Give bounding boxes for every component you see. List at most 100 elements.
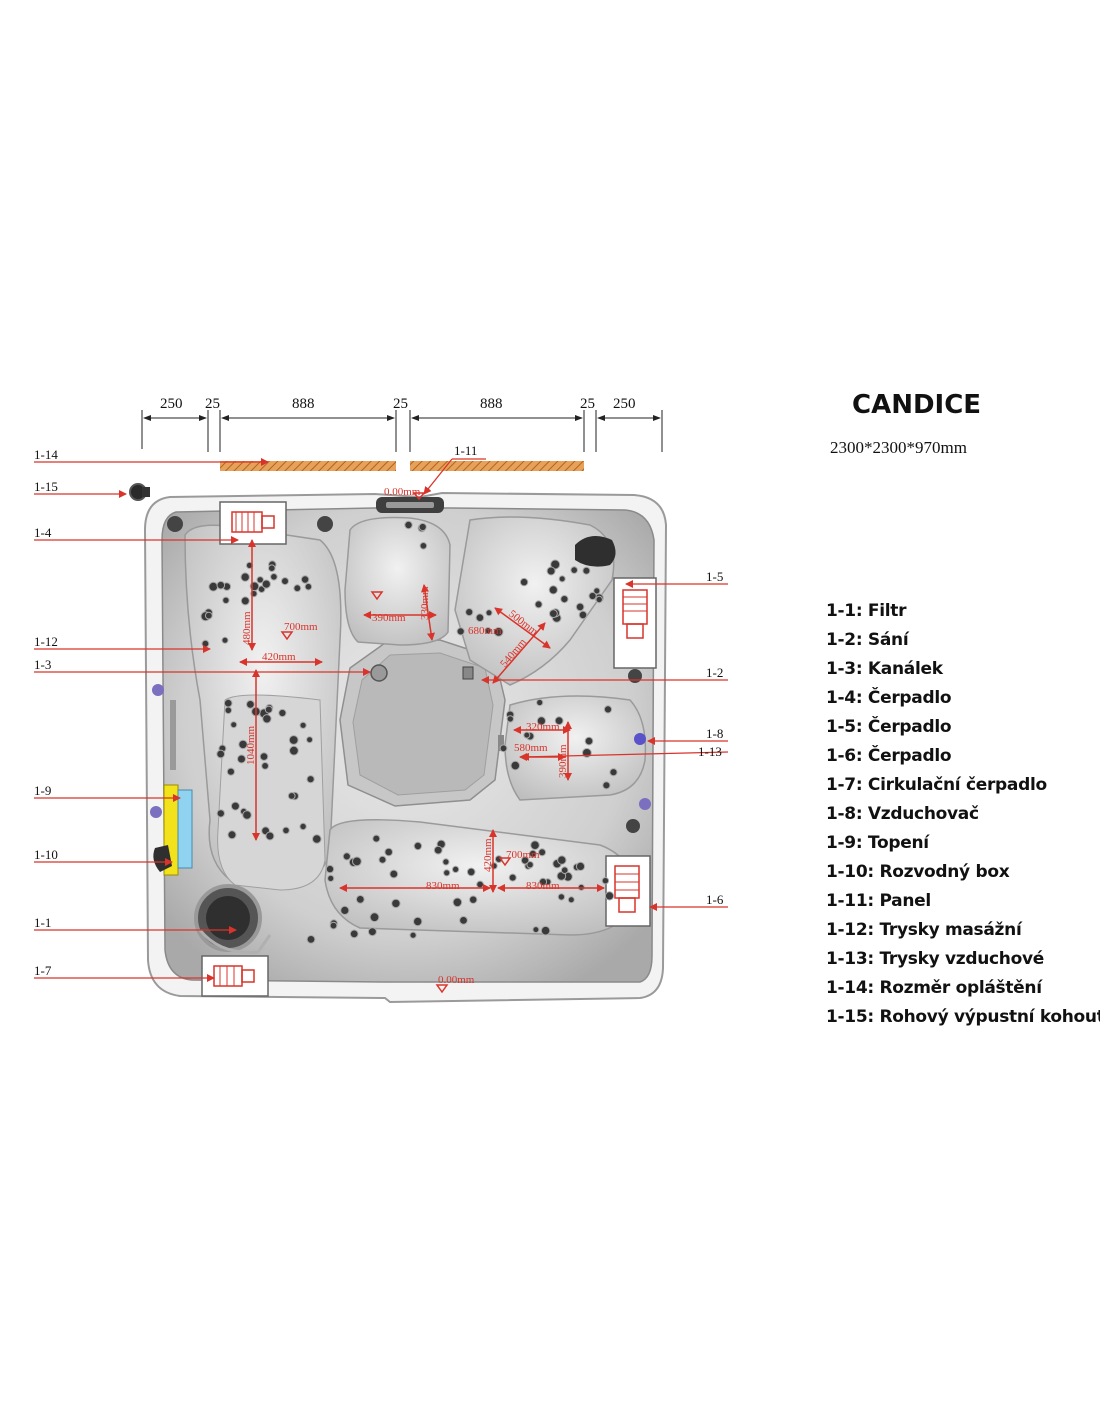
pump-icon [613,577,657,669]
air-blower-button [634,733,646,745]
measure-label: 700mm [506,849,540,861]
jet-icon [261,762,270,770]
jet-icon [584,736,594,746]
jet-icon [349,929,359,939]
jet-icon [270,573,278,581]
jet-icon [530,840,540,851]
suction-cover [370,664,388,682]
jet-icon [372,834,381,843]
jet-icon [476,880,485,889]
jet-icon [299,721,307,729]
jet-icon [609,768,618,777]
callout-label: 1-10 [34,847,58,862]
callout-label: 1-2 [706,665,723,680]
product-name: CANDICE [852,390,982,420]
jet-icon [510,760,521,771]
top-dimension-line: 250 25 888 25 888 25 250 [141,396,663,452]
jet-icon [404,520,413,530]
jet-icon [268,564,276,573]
jet-icon [216,809,226,818]
dim-label: 25 [393,396,408,412]
jet-icon [538,848,547,857]
jet-icon [238,739,248,750]
jet-icon [256,576,264,584]
jet-icon [259,752,269,761]
jet-icon [602,781,611,790]
jet-icon [329,921,338,930]
jet-icon [391,898,401,909]
jet-icon [593,587,601,595]
jet-icon [485,609,493,617]
callout-label: 1-6 [706,892,724,907]
callout-labels: 1-14 1-15 1-4 1-12 1-3 1-9 1-10 1-1 1-7 … [34,443,724,978]
jet-icon [230,801,240,811]
jet-icon [226,767,235,776]
jet-icon [289,745,299,756]
jet-icon [293,584,302,593]
jet-icon [523,731,531,739]
jet-icon [519,577,529,587]
measure-label: 580mm [514,742,548,754]
callout-label: 1-8 [706,726,723,741]
legend-item: 1-2: Sání [826,630,909,650]
jet-icon [224,706,233,715]
jet-icon [433,845,443,855]
jet-icon [221,636,229,644]
jet-icon [230,721,238,729]
jet-icon [536,698,544,707]
jet-icon [534,600,543,609]
jet-icon [526,861,534,869]
jet-icon [342,852,351,861]
legend-item: 1-3: Kanálek [826,659,943,679]
jet-icon [540,925,551,936]
dim-label: 250 [613,396,636,412]
jet-icon [216,580,226,590]
cladding-strip-right [410,461,584,471]
jet-icon [300,575,310,584]
jet-icon [288,735,299,745]
measure-label: 830mm [526,880,560,892]
callout-label: 1-14 [34,447,58,462]
jet-icon [443,869,451,877]
legend-item: 1-6: Čerpadlo [826,746,952,766]
legend-item: 1-13: Trysky vzduchové [826,949,1044,969]
jet-icon [287,792,296,800]
jet-icon [442,858,450,866]
jet-icon [469,895,478,904]
legend-item: 1-4: Čerpadlo [826,688,952,708]
dim-label: 25 [205,396,220,412]
jet-icon [452,897,463,908]
callout-label: 1-3 [34,657,51,672]
legend-item: 1-12: Trysky masážní [826,920,1022,940]
callout-label: 1-1 [34,915,51,930]
jet-icon [389,869,399,879]
jet-icon [242,810,252,820]
measurement-lines [239,492,605,994]
jet-icon [246,700,255,709]
jet-icon [536,716,547,726]
legend-item: 1-11: Panel [826,891,931,911]
measure-label: 830mm [426,880,460,892]
dim-label: 25 [580,396,595,412]
measure-label: 1040mm [245,725,257,765]
jet-icon [575,602,585,612]
jet-icon [557,893,566,901]
jet-icon [413,841,423,851]
jet-icon [550,559,561,570]
jet-icon [304,582,313,591]
jet-icon [567,896,575,904]
jet-icon [508,873,517,882]
measure-label: 680mm [468,625,502,637]
callout-lines [34,458,729,982]
jet-icon [532,926,540,934]
cladding-strip-left [220,461,396,471]
measure-label: 420mm [482,838,494,872]
jet-icon [452,865,460,874]
product-dimensions: 2300*2300*970mm [830,438,967,457]
jet-icon [588,591,597,601]
jet-icon [312,834,322,844]
spa-shell [129,483,668,1004]
legend-item: 1-14: Rozměr opláštění [826,978,1042,998]
jet-icon [604,891,615,901]
jet-icon [459,916,468,925]
